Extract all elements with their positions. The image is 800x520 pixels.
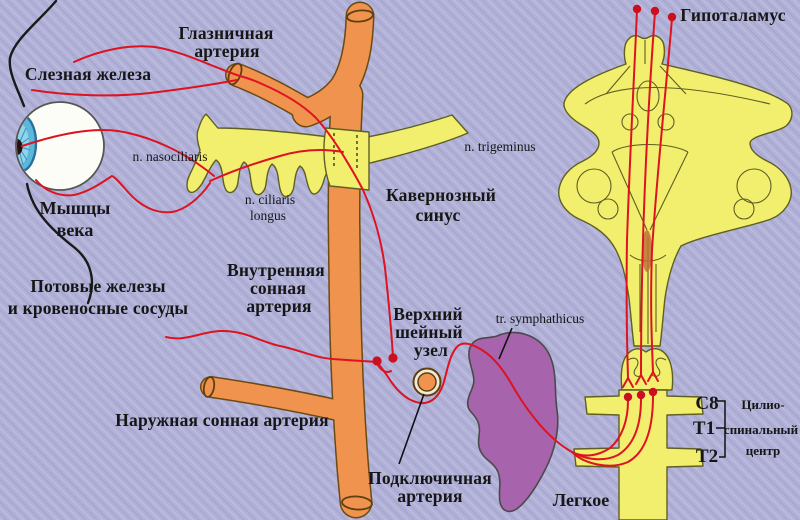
pointer-lines [398, 327, 513, 465]
subclavian-artery-section [412, 367, 442, 397]
label-scg-3: узел [414, 340, 448, 360]
synapse-dots [372, 4, 677, 402]
hypothalamus-dots [632, 4, 677, 22]
label-eyelid-muscles-2: века [57, 220, 94, 240]
label-n-nasociliaris: n. nasociliaris [133, 149, 208, 164]
subclavian-pointer-line [398, 393, 425, 465]
label-scg-2: шейный [395, 322, 463, 342]
label-internal-carotid-2: сонная [250, 278, 306, 298]
label-scg-1: Верхний [393, 304, 463, 324]
spinal-cord [573, 389, 704, 520]
external-carotid-artery [201, 377, 355, 422]
pupil [17, 139, 23, 155]
lung [466, 331, 559, 513]
label-n-ciliaris-longus-1: n. ciliaris [245, 192, 295, 207]
sympathetic-trunk-line [376, 342, 573, 453]
label-hypothalamus: Гипоталамус [680, 5, 786, 25]
label-internal-carotid-1: Внутренняя [227, 260, 325, 280]
label-cavernous-sinus-1: Кавернозный [386, 185, 496, 205]
label-cavernous-sinus-2: синус [416, 205, 461, 225]
sympathetic-fiber-lines [21, 9, 673, 467]
label-sweat-glands-2: и кровеносные сосуды [8, 298, 189, 318]
label-eyelid-muscles-1: Мышцы [40, 198, 111, 218]
eyeball [15, 101, 105, 191]
label-n-trigeminus: n. trigeminus [464, 139, 535, 154]
label-ciliospinal-3: центр [746, 443, 781, 458]
label-external-carotid: Наружная сонная артерия [115, 410, 329, 430]
label-t2: T2 [696, 446, 718, 467]
trigeminal-nerve-band [361, 114, 469, 166]
label-tr-sympathicus: tr. symphathicus [496, 311, 585, 326]
face-profile-line [8, 0, 94, 305]
label-n-ciliaris-longus-2: longus [250, 208, 286, 223]
spinal-cord-section [620, 348, 674, 391]
label-subclavian-1: Подключичная [368, 468, 492, 488]
label-ciliospinal-1: Цилио- [741, 397, 784, 412]
label-lung: Легкое [553, 490, 610, 510]
label-internal-carotid-3: артерия [246, 296, 311, 316]
label-t1: T1 [693, 418, 715, 439]
brainstem [558, 34, 793, 520]
ophthalmic-artery [226, 64, 321, 123]
label-subclavian-2: артерия [397, 486, 462, 506]
label-sweat-glands-1: Потовые железы [30, 276, 166, 296]
label-ciliospinal-2: спинальный [724, 422, 799, 437]
sympathetic-trunk-pointer-line [498, 327, 513, 360]
brainstem-brown-streak [642, 230, 652, 272]
superior-cervical-ganglion-dots [372, 353, 398, 366]
ciliospinal-center-dots [623, 387, 658, 402]
ciliospinal-bracket [716, 400, 726, 458]
eye [15, 101, 105, 191]
label-lacrimal-gland: Слезная железа [25, 64, 151, 84]
label-ophthalmic-artery-2: артерия [194, 41, 259, 61]
label-ophthalmic-artery-1: Глазничная [178, 23, 273, 43]
label-c8: C8 [695, 393, 718, 414]
